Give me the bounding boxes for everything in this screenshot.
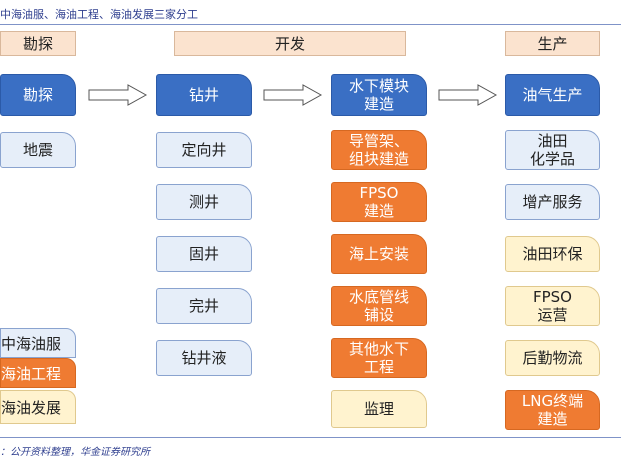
stage-header-exploration: 勘探: [0, 31, 76, 56]
exploration-item: 地震: [0, 132, 76, 168]
construction-item-line: 组块建造: [348, 150, 409, 168]
production-item-line: LNG终端: [521, 392, 584, 410]
production-item: 增产服务: [505, 184, 600, 220]
construction-item: 监理: [331, 390, 427, 428]
drilling-item: 定向井: [156, 132, 252, 168]
construction-item-line: 其他水下: [348, 340, 409, 358]
production-item: 后勤物流: [505, 340, 600, 376]
production-item: 油田 化学品: [505, 130, 600, 170]
top-rule: [0, 24, 621, 25]
arrow-right-icon: [438, 84, 498, 106]
drilling-item: 钻井液: [156, 340, 252, 376]
construction-item: 导管架、 组块建造: [331, 130, 427, 170]
bottom-rule: [0, 437, 621, 438]
production-item-line: 化学品: [529, 150, 575, 168]
drilling-item: 完井: [156, 288, 252, 324]
drilling-item: 测井: [156, 184, 252, 220]
arrow-right-icon: [88, 84, 148, 106]
legend-item-cnooc-dev: 海油发展: [0, 390, 76, 424]
stage-header-production: 生产: [505, 31, 600, 56]
figure-title: 中海油服、海油工程、海油发展三家分工: [0, 8, 198, 21]
construction-item-line: 铺设: [363, 306, 394, 324]
construction-item-line: 建造: [363, 202, 394, 220]
production-item: 油田环保: [505, 236, 600, 272]
construction-item-line: 水底管线: [348, 288, 409, 306]
arrow-right-icon: [263, 84, 323, 106]
main-subsea-box: 水下模块 建造: [331, 74, 427, 116]
source-note: ：公开资料整理，华金证券研究所: [0, 447, 150, 458]
construction-item-line: 导管架、: [348, 132, 409, 150]
main-subsea-line1: 水下模块: [348, 77, 409, 95]
main-oilgas-box: 油气生产: [505, 74, 600, 116]
production-item-line: FPSO: [532, 288, 572, 306]
production-item: FPSO 运营: [505, 286, 600, 326]
construction-item: 其他水下 工程: [331, 338, 427, 378]
main-subsea-line2: 建造: [363, 95, 394, 113]
main-exploration-box: 勘探: [0, 74, 76, 116]
production-item-line: 运营: [537, 306, 568, 324]
legend-item-cosl: 中海油服: [0, 328, 76, 358]
production-item-line: 油田: [537, 132, 568, 150]
construction-item-line: 工程: [363, 358, 394, 376]
legend-item-cooec: 海油工程: [0, 358, 76, 388]
construction-item: FPSO 建造: [331, 182, 427, 222]
construction-item: 海上安装: [331, 234, 427, 274]
drilling-item: 固井: [156, 236, 252, 272]
stage-header-development: 开发: [174, 31, 406, 56]
production-item-line: 建造: [537, 410, 568, 428]
construction-item: 水底管线 铺设: [331, 286, 427, 326]
construction-item-line: FPSO: [359, 184, 399, 202]
main-drilling-box: 钻井: [156, 74, 252, 116]
production-item: LNG终端 建造: [505, 390, 600, 430]
